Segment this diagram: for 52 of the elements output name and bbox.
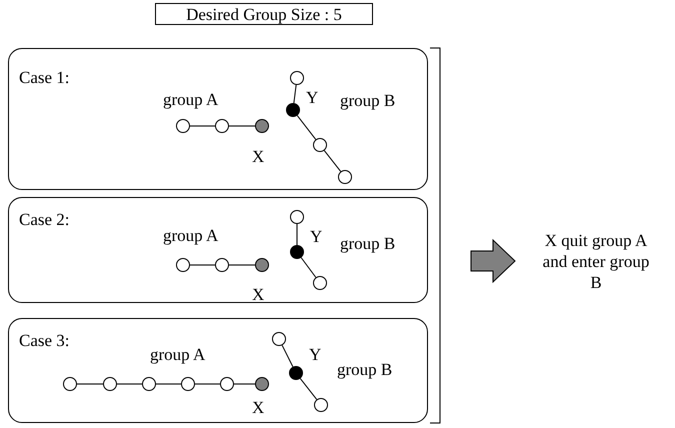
case-panel (8, 197, 428, 303)
node-caption: X (252, 148, 264, 166)
connector-line (228, 264, 256, 266)
block-arrow (470, 238, 516, 284)
node-circle (290, 245, 304, 259)
group-label: group A (150, 346, 206, 364)
node-circle (63, 377, 77, 391)
node-circle (255, 258, 269, 272)
node-circle (176, 119, 190, 133)
group-label: group A (163, 227, 218, 245)
connector-line (300, 257, 316, 278)
connector-line (296, 115, 316, 140)
node-circle (255, 377, 269, 391)
node-circle (272, 332, 286, 346)
node-circle (176, 258, 190, 272)
connector-line (293, 84, 297, 104)
group-label: group B (340, 235, 396, 253)
node-caption: Y (310, 228, 322, 246)
case-label: Case 1: (19, 69, 70, 87)
node-caption: X (252, 399, 264, 417)
node-circle (142, 377, 156, 391)
node-circle (338, 170, 352, 184)
case-label: Case 3: (19, 332, 70, 350)
case-panel (8, 48, 428, 190)
result-text: X quit group A and enter group B (517, 226, 675, 296)
group-label: group B (337, 361, 392, 379)
text-box: Desired Group Size : 5 (155, 3, 373, 25)
group-label: group B (340, 92, 396, 110)
node-circle (290, 210, 304, 224)
case-label: Case 2: (19, 211, 70, 229)
group-label: group A (163, 91, 218, 109)
node-caption: Y (309, 346, 322, 364)
node-circle (255, 119, 269, 133)
connector-line (324, 150, 342, 172)
node-circle (286, 103, 300, 117)
node-caption: X (252, 286, 264, 304)
node-circle (181, 377, 195, 391)
case-panel (8, 318, 428, 423)
node-circle (290, 71, 304, 85)
node-circle (313, 138, 327, 152)
node-circle (215, 119, 229, 133)
node-circle (103, 377, 117, 391)
connector-line (282, 344, 294, 368)
connector-line (300, 378, 318, 400)
node-circle (314, 398, 328, 412)
node-circle (220, 377, 234, 391)
node-circle (289, 366, 303, 380)
node-circle (215, 258, 229, 272)
node-circle (313, 276, 327, 290)
connector-line (190, 264, 216, 266)
connector-line (296, 224, 298, 246)
node-caption: Y (306, 89, 318, 107)
